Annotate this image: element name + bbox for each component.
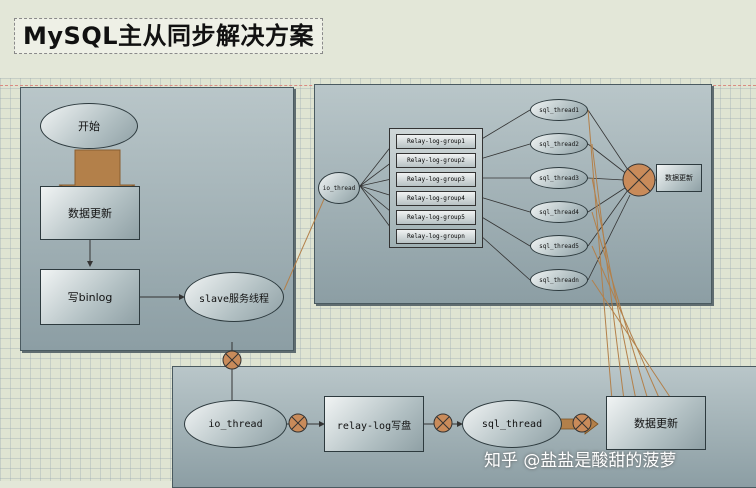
page-title: MySQL主从同步解决方案 bbox=[14, 18, 324, 54]
sql-thread-3: sql_thread3 bbox=[530, 167, 588, 189]
sql-thread-2: sql_thread2 bbox=[530, 133, 588, 155]
sql-thread-4: sql_thread4 bbox=[530, 201, 588, 223]
detail-data-update-node: 数据更新 bbox=[656, 164, 702, 192]
watermark-text: 知乎 @盐盐是酸甜的菠萝 bbox=[484, 451, 677, 471]
write-binlog-node: 写binlog bbox=[40, 269, 140, 325]
slave-service-node: slave服务线程 bbox=[184, 272, 284, 322]
relay-group-1: Relay-log-group1 bbox=[396, 134, 476, 149]
relay-group-2: Relay-log-group2 bbox=[396, 153, 476, 168]
sql-thread-1: sql_thread1 bbox=[530, 99, 588, 121]
io-thread-node: io_thread bbox=[318, 172, 360, 204]
relay-group-4: Relay-log-group4 bbox=[396, 191, 476, 206]
relay-group-3: Relay-log-group3 bbox=[396, 172, 476, 187]
bottom-io-thread-node: io_thread bbox=[184, 400, 287, 448]
blocker-icon bbox=[222, 163, 656, 433]
relay-group-5: Relay-log-group5 bbox=[396, 210, 476, 225]
relay-group-n: Relay-log-groupn bbox=[396, 229, 476, 244]
sql-thread-n: sql_threadn bbox=[530, 269, 588, 291]
data-update-node: 数据更新 bbox=[40, 186, 140, 240]
start-node: 开始 bbox=[40, 103, 138, 149]
relay-write-node: relay-log写盘 bbox=[324, 396, 424, 452]
bottom-sql-thread-node: sql_thread bbox=[462, 400, 562, 448]
bottom-data-update-node: 数据更新 bbox=[606, 396, 706, 450]
sql-thread-5: sql_thread5 bbox=[530, 235, 588, 257]
